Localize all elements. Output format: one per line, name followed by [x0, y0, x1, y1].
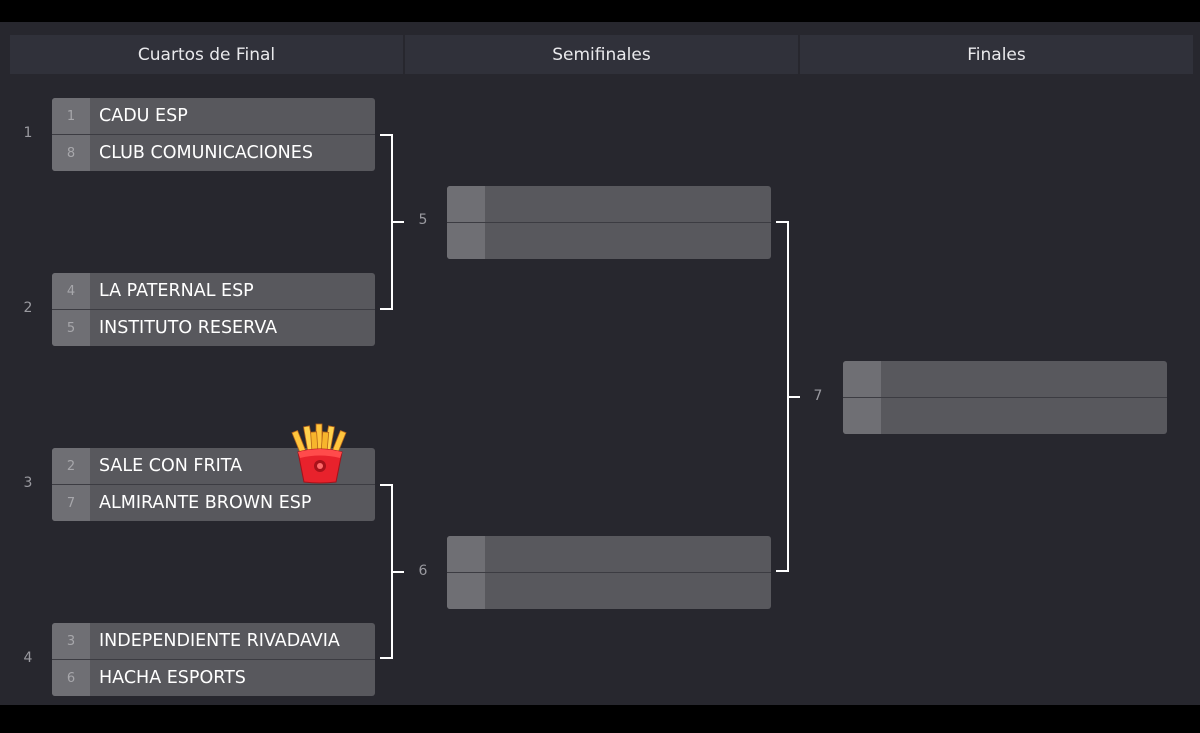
- bracket-board: Cuartos de Final Semifinales Finales 1 2…: [0, 22, 1200, 705]
- team-name: [881, 361, 1167, 397]
- team-slot-empty[interactable]: [447, 223, 771, 259]
- match-number-1: 1: [23, 125, 33, 141]
- team-slot[interactable]: 7 ALMIRANTE BROWN ESP: [52, 485, 375, 521]
- match-card-final[interactable]: [843, 361, 1167, 434]
- team-seed: [447, 536, 485, 572]
- team-slot-empty[interactable]: [843, 361, 1167, 398]
- team-name: INDEPENDIENTE RIVADAVIA: [99, 631, 340, 651]
- connector-qf3-qf4: [380, 484, 393, 659]
- match-card-qf4[interactable]: 3 INDEPENDIENTE RIVADAVIA 6 HACHA ESPORT…: [52, 623, 375, 696]
- match-card-sf6[interactable]: [447, 536, 771, 609]
- team-seed: 7: [52, 485, 90, 521]
- connector-qf1-qf2: [380, 134, 393, 310]
- team-name: [881, 398, 1167, 434]
- team-name: CADU ESP: [99, 106, 188, 126]
- team-slot[interactable]: 6 HACHA ESPORTS: [52, 660, 375, 696]
- team-slot[interactable]: 1 CADU ESP: [52, 98, 375, 135]
- team-seed: 2: [52, 448, 90, 484]
- connector-sf5-sf6: [776, 221, 789, 572]
- team-seed: [447, 223, 485, 259]
- match-card-sf5[interactable]: [447, 186, 771, 259]
- team-seed: [447, 186, 485, 222]
- match-number-4: 4: [23, 650, 33, 666]
- team-name: [485, 573, 771, 609]
- match-number-7: 7: [813, 388, 823, 404]
- team-seed: [447, 573, 485, 609]
- team-slot[interactable]: 5 INSTITUTO RESERVA: [52, 310, 375, 346]
- team-name: LA PATERNAL ESP: [99, 281, 254, 301]
- team-slot-empty[interactable]: [447, 186, 771, 223]
- match-card-qf3[interactable]: 2 SALE CON FRITA 7 ALMIRANTE BROWN ESP: [52, 448, 375, 521]
- match-number-6: 6: [418, 563, 428, 579]
- match-number-3: 3: [23, 475, 33, 491]
- bracket-connectors: [380, 134, 800, 659]
- column-header-quarterfinals: Cuartos de Final: [10, 35, 403, 74]
- team-name: [485, 223, 771, 259]
- team-slot-empty[interactable]: [843, 398, 1167, 434]
- team-slot[interactable]: 3 INDEPENDIENTE RIVADAVIA: [52, 623, 375, 660]
- team-seed: 1: [52, 98, 90, 134]
- team-name: INSTITUTO RESERVA: [99, 318, 278, 338]
- team-seed: 8: [52, 135, 90, 171]
- match-number-5: 5: [418, 212, 428, 228]
- team-name: [485, 186, 771, 222]
- team-seed: 4: [52, 273, 90, 309]
- team-slot[interactable]: 2 SALE CON FRITA: [52, 448, 375, 485]
- team-name: CLUB COMUNICACIONES: [99, 143, 313, 163]
- team-name: ALMIRANTE BROWN ESP: [99, 493, 312, 513]
- team-slot-empty[interactable]: [447, 536, 771, 573]
- team-slot[interactable]: 4 LA PATERNAL ESP: [52, 273, 375, 310]
- team-name: [485, 536, 771, 572]
- column-header-finals: Finales: [800, 35, 1193, 74]
- match-card-qf2[interactable]: 4 LA PATERNAL ESP 5 INSTITUTO RESERVA: [52, 273, 375, 346]
- team-name: HACHA ESPORTS: [99, 668, 246, 688]
- team-slot-empty[interactable]: [447, 573, 771, 609]
- team-seed: 6: [52, 660, 90, 696]
- team-seed: [843, 398, 881, 434]
- column-header-semifinals: Semifinales: [405, 35, 798, 74]
- team-name: SALE CON FRITA: [99, 456, 243, 476]
- team-seed: [843, 361, 881, 397]
- match-number-2: 2: [23, 300, 33, 316]
- team-seed: 5: [52, 310, 90, 346]
- french-fries-icon: [291, 423, 347, 484]
- match-card-qf1[interactable]: 1 CADU ESP 8 CLUB COMUNICACIONES: [52, 98, 375, 171]
- team-slot[interactable]: 8 CLUB COMUNICACIONES: [52, 135, 375, 171]
- team-seed: 3: [52, 623, 90, 659]
